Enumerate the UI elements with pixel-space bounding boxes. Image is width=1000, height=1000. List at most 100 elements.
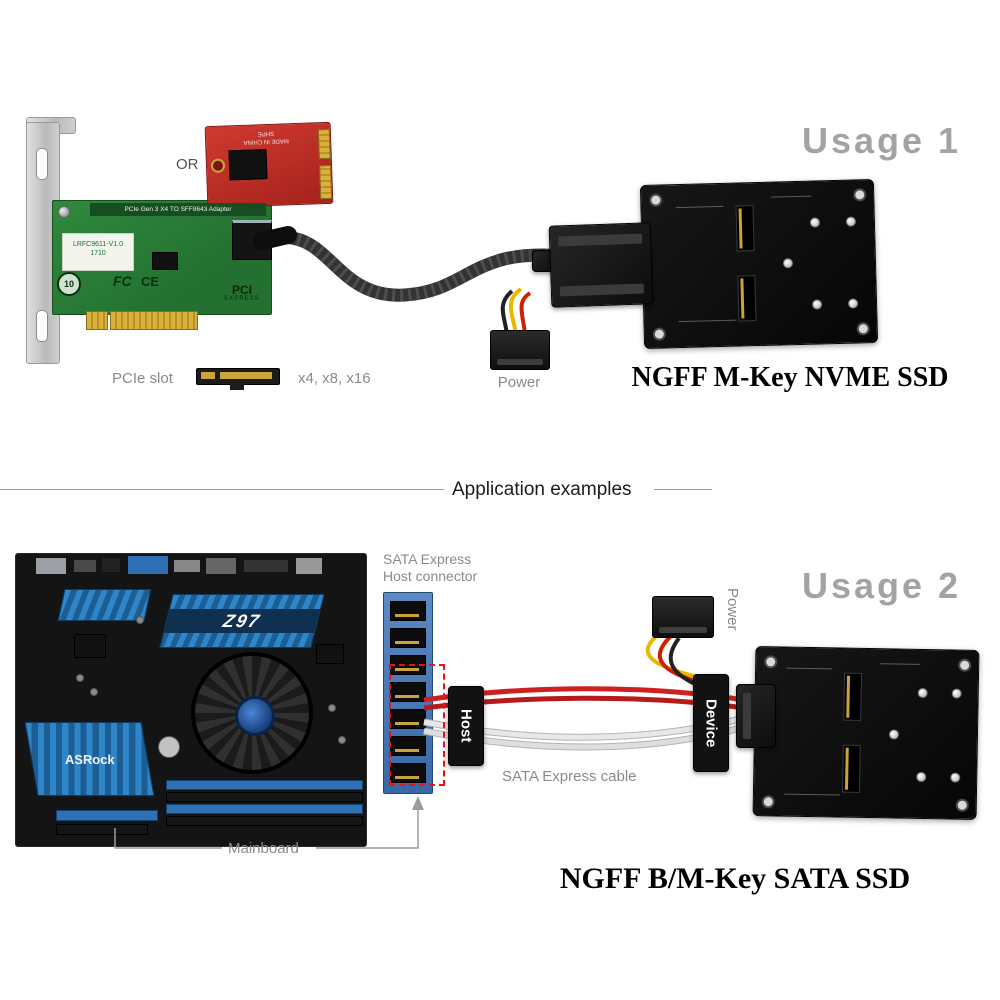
sata-cable-label: SATA Express cable: [502, 768, 637, 785]
screw-dot: [847, 298, 859, 309]
power-wire-yellow-1: [509, 287, 523, 335]
silkscreen-line: [786, 667, 833, 670]
z97-badge: Z97: [164, 609, 320, 633]
pcie-card-model-label: LRFC9611-V1.0 1710: [62, 233, 134, 271]
capacitor: [338, 736, 346, 744]
io-port: [296, 558, 322, 574]
fcc-logo-icon: FC: [113, 273, 132, 289]
red-card-text: MADE IN CHINA SHPE: [214, 127, 318, 147]
mounting-hole: [652, 327, 666, 341]
nvme-adapter-board: [639, 178, 879, 350]
silkscreen-line: [678, 319, 737, 323]
usage1-product-label: NGFF M-Key NVME SSD: [631, 362, 949, 393]
usage2-product-label: NGFF B/M-Key SATA SSD: [559, 862, 911, 895]
io-port: [102, 558, 120, 572]
red-card-hole: [210, 158, 226, 174]
mounting-hole: [955, 798, 969, 812]
cpu-cooler-fan: [191, 652, 313, 774]
power-label-1: Power: [497, 374, 541, 391]
bracket-slot-top: [36, 148, 48, 180]
m2-slot-connector: [737, 275, 757, 322]
slot-gold: [201, 372, 215, 379]
motherboard-photo: Z97 ASRock: [15, 553, 367, 847]
m2-slot-connector: [735, 205, 755, 252]
highlight-box: [389, 664, 445, 786]
sata-power-plug-2: [652, 596, 714, 638]
mounting-hole: [761, 795, 775, 809]
red-card-fingers-bottom: [319, 164, 333, 200]
io-port: [36, 558, 66, 574]
host-connector: Host: [448, 686, 484, 766]
mounting-hole: [853, 188, 867, 202]
pcie-card-header: PCIe Gen 3 X4 TO SFF8643 Adapter: [90, 203, 266, 216]
cpu-fan-hub: [235, 696, 275, 736]
ce-logo-icon: CE: [141, 274, 160, 289]
sata-slot: [390, 601, 426, 621]
io-port: [244, 560, 288, 572]
ram-slot: [166, 780, 363, 790]
host-connector-label: SATA Express Host connector: [383, 551, 477, 585]
pcie-long-slot: [56, 810, 158, 821]
silkscreen-line: [880, 663, 921, 665]
io-port: [174, 560, 200, 572]
cmos-battery: [158, 736, 180, 758]
silkscreen-line: [675, 205, 724, 209]
braided-cable: [259, 230, 569, 302]
screw-dot: [888, 729, 900, 740]
red-card-fingers-top: [317, 128, 331, 160]
ram-slot: [166, 792, 363, 802]
screw-dot: [811, 299, 823, 310]
screw-dot: [917, 687, 928, 699]
asrock-heatsink: ASRock: [24, 722, 155, 796]
pcie-long-slot: [56, 824, 148, 835]
mainboard-arrow-icon: [412, 796, 424, 810]
pcie-slot-glyph: [196, 362, 280, 392]
sata-slot: [390, 763, 426, 783]
pci-logo-bottom: EXPRESS: [224, 296, 260, 302]
screw-dot: [950, 772, 961, 783]
divider-line-right: [654, 489, 712, 490]
capacitor: [328, 704, 336, 712]
divider-line-left: [0, 489, 444, 490]
plug-detail: [559, 283, 645, 297]
capacitor: [90, 688, 98, 696]
u2-cable-plug: [548, 222, 654, 308]
host-connector-label-line1: SATA Express: [383, 551, 472, 567]
screw-dot: [809, 217, 821, 228]
bracket-screw-icon: [58, 206, 70, 218]
mounting-hole: [958, 658, 972, 672]
z97-label: Z97: [221, 610, 264, 631]
onboard-chip: [74, 634, 106, 658]
plug-detail: [557, 233, 643, 247]
pci-logo-top: PCI: [231, 283, 252, 297]
ram-slot: [166, 804, 363, 814]
chipset-heatsink-z97: Z97: [159, 594, 325, 648]
capacitor: [76, 674, 84, 682]
device-connector: Device: [693, 674, 729, 772]
sata-slot: [390, 628, 426, 648]
io-port: [74, 560, 96, 572]
pcie-card-chip: [152, 252, 178, 270]
slot-gold: [220, 372, 272, 379]
usage1-title: Usage 1: [802, 120, 962, 161]
screw-dot: [916, 771, 927, 783]
edge-fingers-long: [110, 311, 198, 330]
slot-sizes-label: x4, x8, x16: [298, 370, 371, 387]
or-label: OR: [176, 156, 199, 173]
sata-power-plug-1: [490, 330, 550, 370]
sff8643-connector: [232, 220, 272, 260]
onboard-chip: [316, 644, 344, 664]
m2-slot-connector: [841, 744, 861, 793]
mainboard-label: Mainboard: [228, 840, 299, 857]
silkscreen-line: [771, 195, 812, 198]
asrock-label: ASRock: [63, 751, 116, 767]
cert-10-icon: 10: [57, 272, 81, 296]
silkscreen-line: [783, 793, 840, 796]
u2-cable-plug-2: [736, 684, 776, 748]
capacitor: [136, 616, 144, 624]
screw-dot: [782, 258, 794, 269]
usage2-title: Usage 2: [802, 565, 962, 606]
screw-dot: [951, 688, 962, 699]
bracket-slot-bottom: [36, 310, 48, 342]
pcie-slot-label: PCIe slot: [112, 370, 173, 387]
